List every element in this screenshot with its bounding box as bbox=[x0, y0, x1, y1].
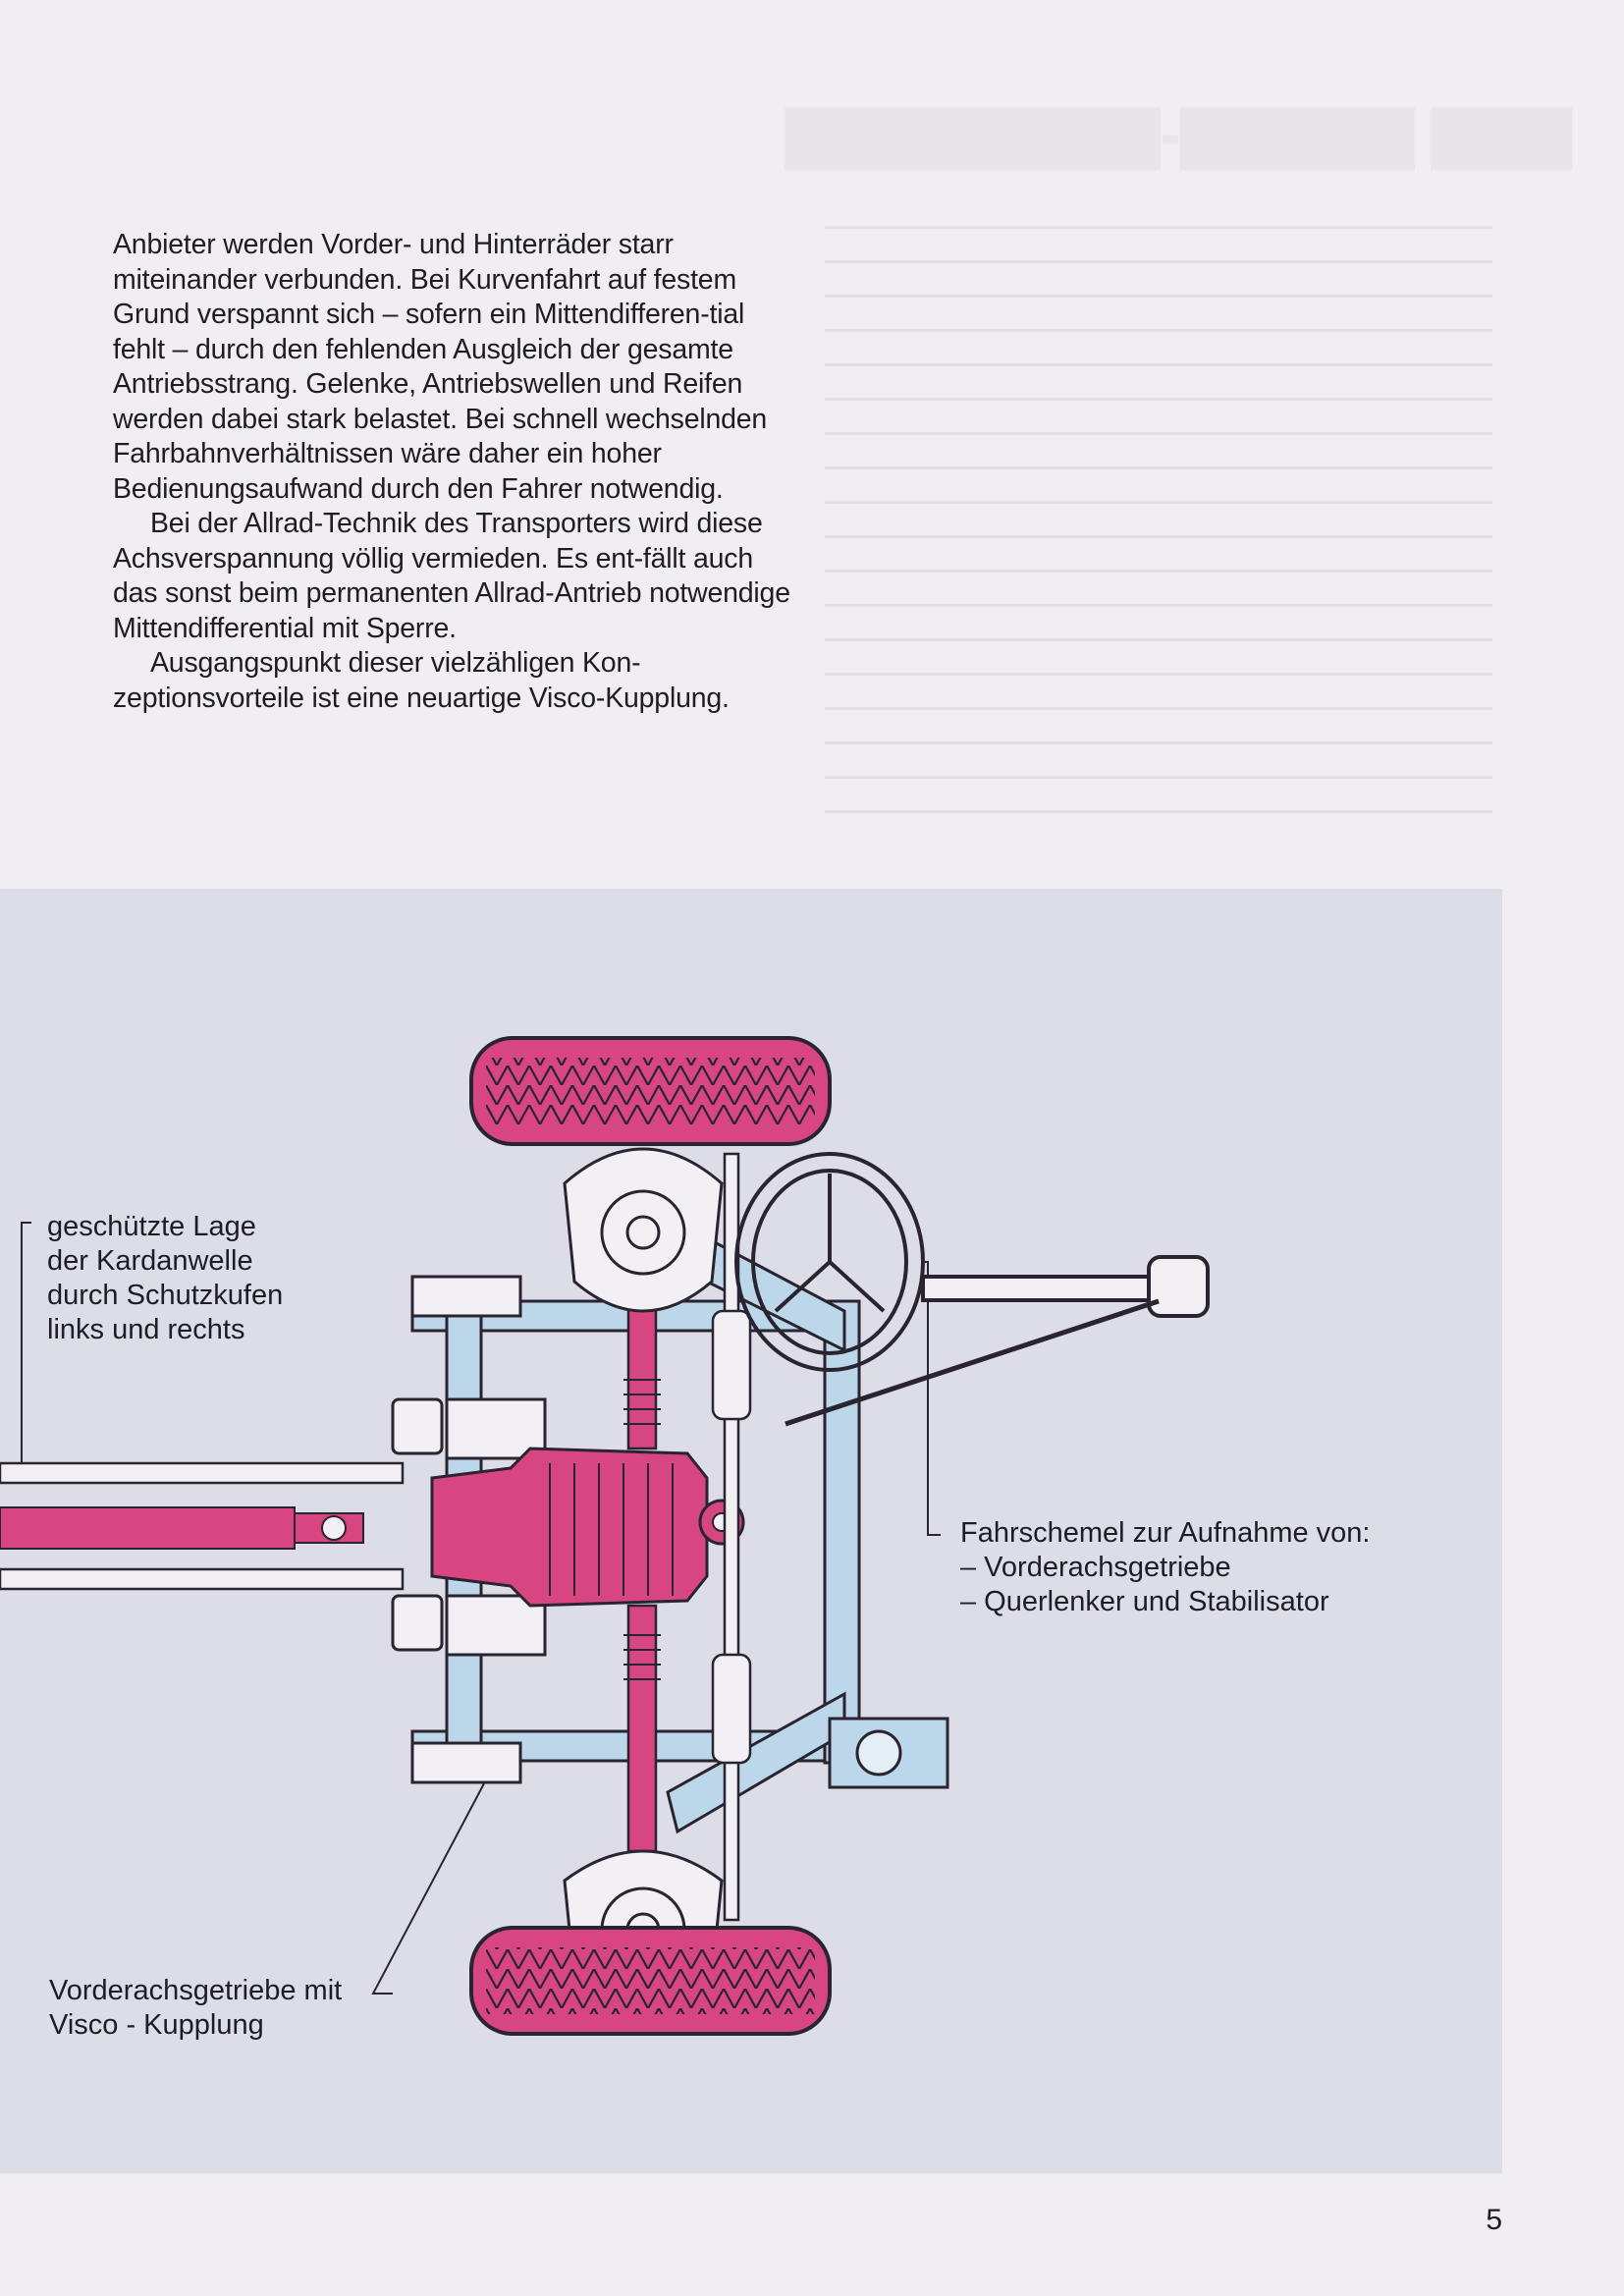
paragraph-2: Bei der Allrad-Technik des Transporters … bbox=[113, 508, 790, 644]
bleed-through-lines bbox=[825, 226, 1492, 874]
paragraph-3: Ausgangspunkt dieser vielzähligen Kon-ze… bbox=[113, 647, 730, 714]
page-number: 5 bbox=[1486, 2204, 1502, 2236]
label-subframe-item-2: – Querlenker und Stabilisator bbox=[960, 1586, 1329, 1617]
label-subframe-item-1: – Vorderachsgetriebe bbox=[960, 1552, 1231, 1583]
label-cardan-line-4: links und rechts bbox=[47, 1314, 245, 1345]
label-front-axle-gearbox: Vorderachsgetriebe mit Visco - Kupplung bbox=[49, 1974, 342, 2043]
drivetrain-diagram-panel: geschützte Lage der Kardanwelle durch Sc… bbox=[0, 889, 1502, 2173]
steering-rack bbox=[711, 1152, 752, 1922]
body-text: Anbieter werden Vorder- und Hinterräder … bbox=[113, 228, 800, 716]
label-gearbox-line-1: Vorderachsgetriebe mit bbox=[49, 1975, 343, 2006]
paragraph-1: Anbieter werden Vorder- und Hinterräder … bbox=[113, 229, 768, 505]
label-cardan-line-2: der Kardanwelle bbox=[47, 1245, 253, 1277]
bleed-through-heading: ▇▇▇ ▇▇▇▇▇-▇▇▇▇▇▇▇▇ bbox=[785, 101, 1572, 169]
label-cardan-line-1: geschützte Lage bbox=[47, 1211, 256, 1242]
label-subframe: Fahrschemel zur Aufnahme von: – Vorderac… bbox=[960, 1516, 1370, 1619]
front-axle-gearbox bbox=[430, 1447, 745, 1608]
cardan-shaft bbox=[0, 1506, 364, 1550]
steering-wheel bbox=[734, 1152, 1210, 1427]
label-cardan-shaft: geschützte Lage der Kardanwelle durch Sc… bbox=[47, 1210, 283, 1347]
cardan-shaft-guards bbox=[0, 1461, 405, 1591]
drivetrain-diagram bbox=[0, 1036, 1210, 2036]
label-cardan-line-3: durch Schutzkufen bbox=[47, 1280, 284, 1311]
label-subframe-title: Fahrschemel zur Aufnahme von: bbox=[960, 1517, 1371, 1549]
subframe-mounts bbox=[391, 1275, 547, 1784]
leader-lines bbox=[21, 1222, 941, 1995]
label-gearbox-line-2: Visco - Kupplung bbox=[49, 2009, 264, 2041]
front-tyres bbox=[469, 1036, 832, 2036]
